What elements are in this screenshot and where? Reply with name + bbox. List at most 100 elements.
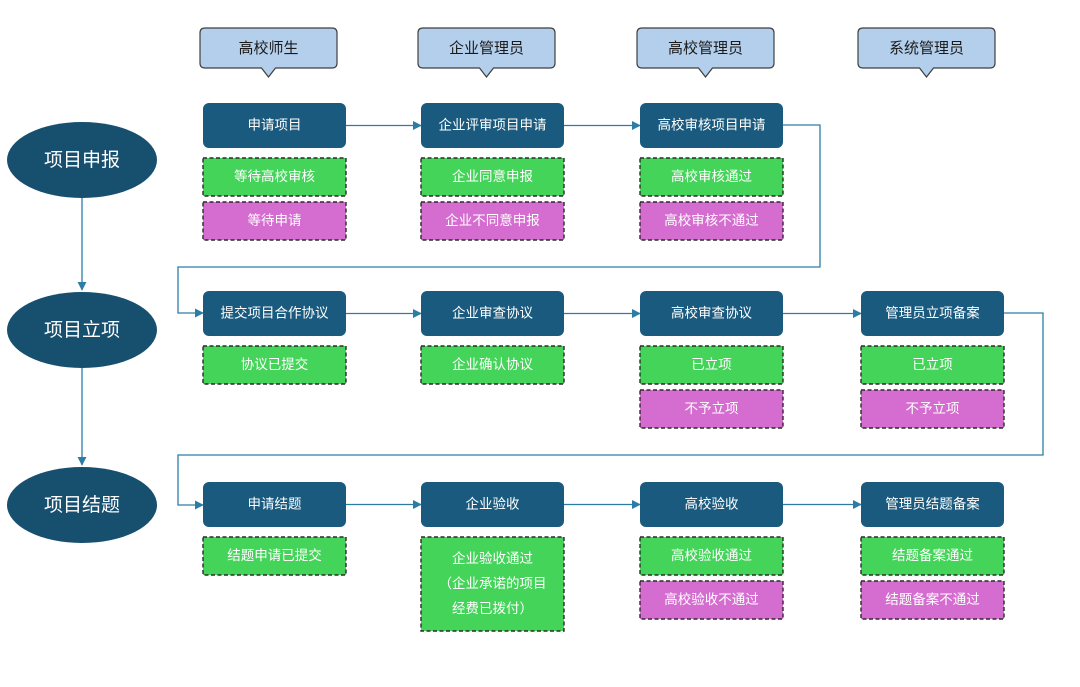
action-label: 申请结题 — [248, 497, 302, 513]
result-box-approved: 高校验收通过 — [639, 536, 784, 576]
result-box-shape — [420, 536, 565, 632]
action-label: 企业审查协议 — [452, 305, 533, 322]
column-header: 企业管理员 — [417, 27, 556, 78]
result-box-shape — [639, 201, 784, 241]
action-label: 高校审查协议 — [671, 305, 752, 322]
phase-node: 项目申报 — [7, 122, 157, 198]
phase-label: 项目申报 — [44, 149, 120, 171]
result-label: 已立项 — [691, 357, 732, 373]
result-box-shape — [639, 389, 784, 429]
result-label: 企业验收通过 — [452, 550, 533, 567]
action-box — [421, 103, 564, 148]
result-box-shape — [860, 536, 1005, 576]
result-label: 结题备案不通过 — [885, 591, 980, 608]
result-label: 协议已提交 — [241, 356, 309, 373]
result-box-rejected: 等待申请 — [202, 201, 347, 241]
action-box — [203, 103, 346, 148]
result-box-shape — [202, 536, 347, 576]
column-header-label: 企业管理员 — [449, 39, 524, 57]
result-box-rejected: 企业不同意申报 — [420, 201, 565, 241]
result-label: 不予立项 — [906, 401, 960, 417]
column-header-label: 高校管理员 — [668, 39, 743, 57]
phase-label: 项目结题 — [44, 494, 120, 516]
result-box-shape — [639, 536, 784, 576]
column-header: 高校管理员 — [636, 27, 775, 78]
action-box — [640, 291, 783, 336]
result-label: 结题备案通过 — [892, 547, 973, 564]
action-label: 企业验收 — [466, 496, 520, 513]
action-label: 申请项目 — [248, 118, 302, 134]
result-label: 经费已拨付） — [452, 601, 533, 617]
column-header: 系统管理员 — [857, 27, 996, 78]
result-label: 企业同意申报 — [452, 168, 533, 185]
result-box-shape — [420, 201, 565, 241]
phase-node: 项目结题 — [7, 467, 157, 543]
column-header-label: 系统管理员 — [889, 39, 964, 57]
result-box-shape — [202, 201, 347, 241]
result-box-rejected: 不予立项 — [860, 389, 1005, 429]
result-box-approved: 企业同意申报 — [420, 157, 565, 197]
row-wrap-arrow — [177, 124, 821, 318]
action-box — [203, 482, 346, 527]
phase-label: 项目立项 — [44, 319, 120, 341]
phase-ellipse — [7, 292, 157, 368]
column-header: 高校师生 — [199, 27, 338, 78]
result-box-shape — [420, 345, 565, 385]
result-label: 企业确认协议 — [452, 356, 533, 373]
column-header-shape — [636, 27, 775, 78]
action-label: 高校验收 — [685, 496, 739, 513]
result-box-approved: 高校审核通过 — [639, 157, 784, 197]
action-label: 管理员立项备案 — [885, 305, 980, 322]
result-label: 高校验收通过 — [671, 547, 752, 564]
column-header-shape — [417, 27, 556, 78]
action-label: 企业评审项目申请 — [439, 117, 547, 134]
action-label: 管理员结题备案 — [885, 496, 980, 513]
phase-ellipse — [7, 467, 157, 543]
result-box-shape — [639, 157, 784, 197]
result-box-rejected: 高校审核不通过 — [639, 201, 784, 241]
result-label: 结题申请已提交 — [227, 547, 322, 564]
result-label: 高校验收不通过 — [664, 591, 759, 608]
result-box-approved: 协议已提交 — [202, 345, 347, 385]
result-box-shape — [420, 157, 565, 197]
result-box-approved: 结题备案通过 — [860, 536, 1005, 576]
result-box-shape — [202, 345, 347, 385]
result-box-shape — [860, 580, 1005, 620]
result-box-rejected: 结题备案不通过 — [860, 580, 1005, 620]
result-box-shape — [639, 580, 784, 620]
action-box — [421, 482, 564, 527]
result-label: 等待申请 — [248, 212, 302, 229]
result-label: 高校审核不通过 — [664, 212, 759, 229]
result-label: （企业承诺的项目 — [439, 575, 547, 592]
connector-layer — [77, 120, 1044, 510]
result-box-rejected: 不予立项 — [639, 389, 784, 429]
result-box-approved: 已立项 — [639, 345, 784, 385]
result-box-approved: 企业确认协议 — [420, 345, 565, 385]
action-box — [640, 103, 783, 148]
action-label: 高校审核项目申请 — [658, 117, 766, 134]
phase-node: 项目立项 — [7, 292, 157, 368]
result-box-rejected: 高校验收不通过 — [639, 580, 784, 620]
result-label: 等待高校审核 — [234, 168, 315, 185]
result-label: 高校审核通过 — [671, 168, 752, 185]
result-label: 企业不同意申报 — [445, 212, 540, 229]
result-label: 已立项 — [912, 357, 953, 373]
column-header-shape — [857, 27, 996, 78]
phase-ellipse — [7, 122, 157, 198]
result-box-shape — [639, 345, 784, 385]
result-box-approved: 已立项 — [860, 345, 1005, 385]
result-box-shape — [202, 157, 347, 197]
action-box — [861, 291, 1004, 336]
